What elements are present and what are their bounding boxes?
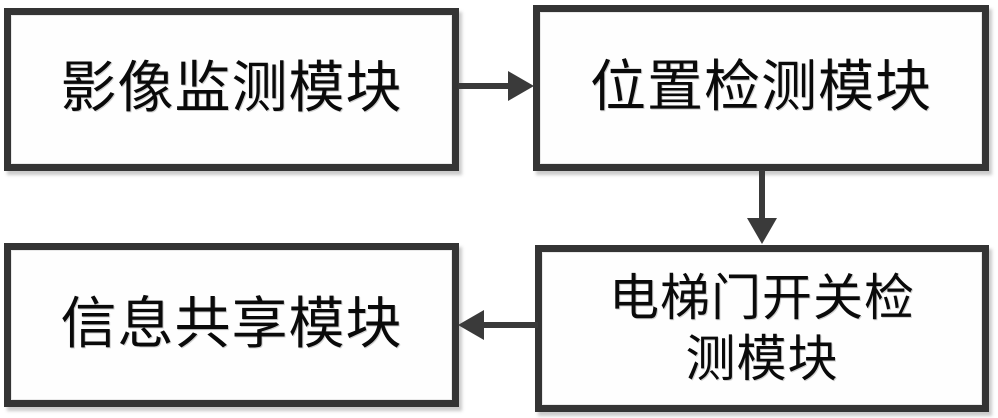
arrowhead-left-icon [458,310,484,340]
node-label-information-sharing-module: 信息共享模块 [60,291,403,357]
node-information-sharing-module[interactable]: 信息共享模块 [4,243,459,407]
node-elevator-door-switch-detection-module[interactable]: 电梯门开关检 测模块 [535,245,989,412]
arrowhead-right-icon [508,71,534,101]
node-label-elevator-door-switch-detection-module: 电梯门开关检 测模块 [609,268,915,388]
edge-line [759,170,765,232]
node-label-image-monitoring-module: 影像监测模块 [60,56,403,122]
node-label-position-detection-module: 位置检测模块 [590,54,932,120]
node-position-detection-module[interactable]: 位置检测模块 [533,5,989,171]
edge-line [458,83,520,89]
node-image-monitoring-module[interactable]: 影像监测模块 [4,8,459,171]
arrowhead-down-icon [747,218,777,244]
edge-line [478,322,538,328]
